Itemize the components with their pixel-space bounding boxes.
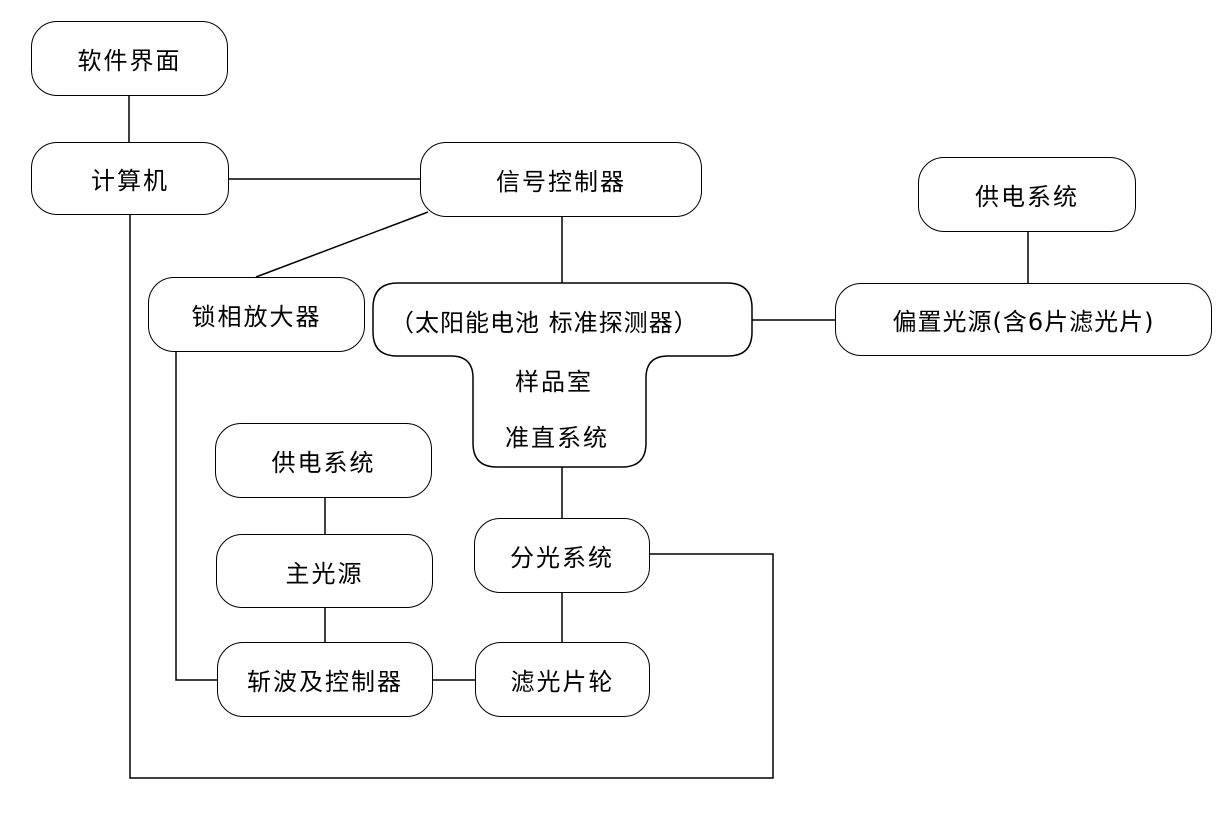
chopper-label: 斩波及控制器 <box>247 668 403 696</box>
power-supply-bottom-label: 供电系统 <box>271 449 376 477</box>
line-signal-lockin <box>255 211 429 278</box>
lockin-amplifier-box: 锁相放大器 <box>148 277 365 352</box>
chopper-box: 斩波及控制器 <box>217 642 433 717</box>
bias-light-box: 偏置光源(含6片滤光片) <box>835 283 1212 356</box>
computer-label: 计算机 <box>91 167 169 195</box>
signal-controller-box: 信号控制器 <box>420 142 702 217</box>
signal-controller-label: 信号控制器 <box>496 168 626 196</box>
sample-chamber-label: 样品室 <box>515 368 593 396</box>
bias-light-label: 偏置光源(含6片滤光片) <box>892 308 1155 336</box>
software-ui-box: 软件界面 <box>31 21 228 96</box>
sample-chamber-devices: （太阳能电池 标准探测器） <box>390 309 699 337</box>
power-supply-top-label: 供电系统 <box>975 183 1079 211</box>
computer-box: 计算机 <box>31 142 229 215</box>
line-lockin-chopper <box>175 352 217 681</box>
power-supply-bottom-box: 供电系统 <box>215 423 432 498</box>
filter-wheel-label: 滤光片轮 <box>510 668 615 696</box>
monochromator-box: 分光系统 <box>474 518 650 593</box>
filter-wheel-box: 滤光片轮 <box>475 642 650 717</box>
collimation-label: 准直系统 <box>505 424 609 452</box>
software-ui-label: 软件界面 <box>77 47 182 75</box>
lockin-amplifier-label: 锁相放大器 <box>191 303 322 331</box>
main-light-label: 主光源 <box>285 559 364 588</box>
main-light-box: 主光源 <box>216 534 433 608</box>
monochromator-label: 分光系统 <box>510 544 614 572</box>
power-supply-top-box: 供电系统 <box>918 157 1136 232</box>
line-computer-mono <box>129 215 774 779</box>
